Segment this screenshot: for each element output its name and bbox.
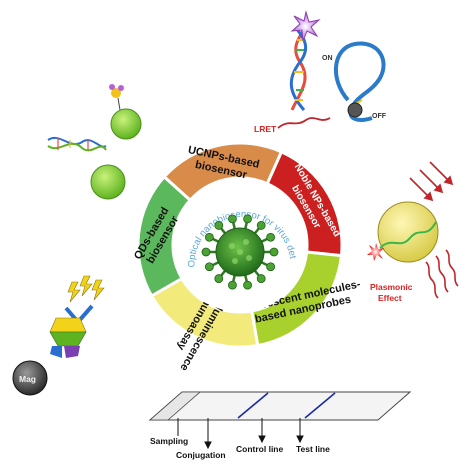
- antibody-complex-icon: [49, 304, 94, 358]
- strip-pointer-lines: [177, 418, 304, 450]
- virus-icon: [201, 214, 279, 290]
- fluorescence-burst-icon: [290, 10, 321, 42]
- lateral-flow-strip-icon: [148, 391, 412, 421]
- quantum-dot-icon: [110, 108, 142, 140]
- lret-wave-icon: [277, 117, 331, 129]
- quantum-dot-icon: [90, 164, 126, 200]
- incident-light-arrows-icon: [409, 161, 454, 202]
- plasmonic-label-line1: Plasmonic: [370, 282, 413, 292]
- off-label: OFF: [372, 113, 387, 120]
- plasmonic-label-line2: Effect: [378, 293, 402, 303]
- molecule-probe-icon: [109, 84, 124, 111]
- magnetic-bead-icon: [12, 360, 48, 396]
- on-label: ON: [322, 55, 333, 62]
- dna-strand-icon: [47, 137, 107, 152]
- hairpin-probe-icon: [334, 41, 386, 122]
- lret-label: LRET: [254, 124, 277, 134]
- strip-conjugation-label: Conjugation: [176, 450, 226, 460]
- plasmon-burst-icon: [367, 243, 384, 261]
- strip-control-line-label: Control line: [236, 444, 283, 454]
- scattered-light-arrows-icon: [425, 249, 459, 299]
- strip-test-line-label: Test line: [296, 444, 330, 454]
- dna-helix-icon: [289, 27, 308, 111]
- mag-label: Mag: [19, 374, 36, 384]
- quencher-dot: [347, 102, 363, 118]
- strip-sampling-label: Sampling: [150, 436, 188, 446]
- probe-strand-icon: [379, 221, 437, 249]
- lightning-icon: [67, 275, 105, 303]
- plasmonic-nanoparticle-icon: [377, 201, 439, 263]
